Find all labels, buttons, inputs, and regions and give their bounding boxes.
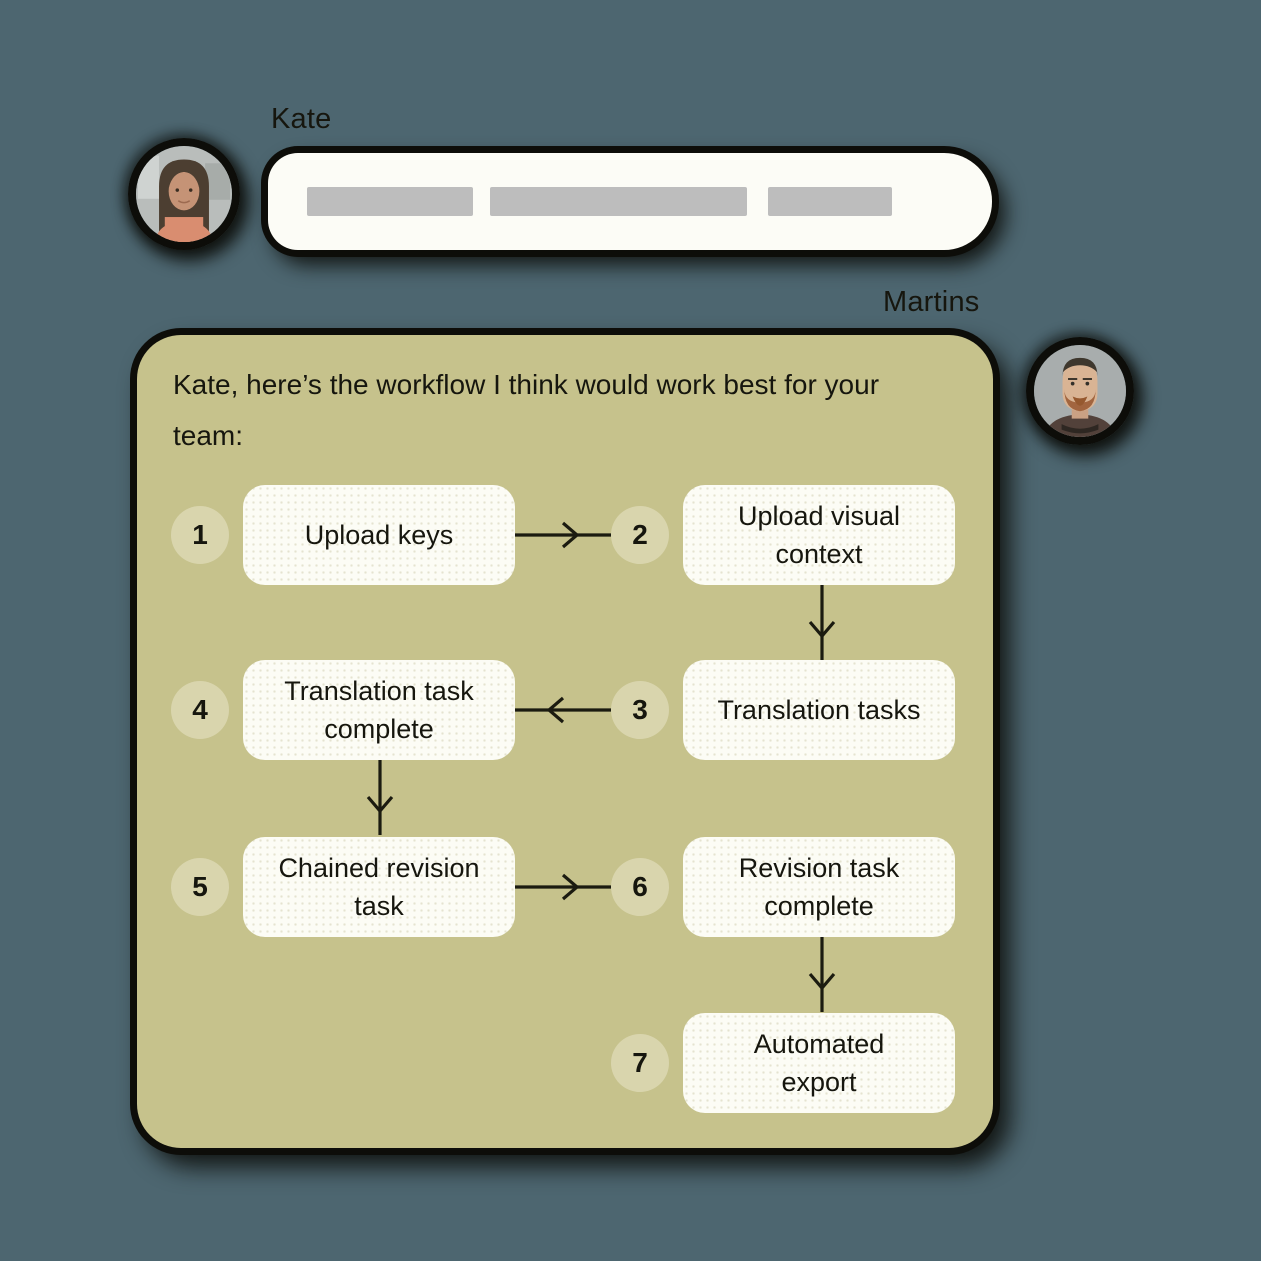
martins-message-bubble: Kate, here’s the workflow I think would … (137, 335, 993, 1148)
step-badge-4: 4 (171, 681, 229, 739)
arrow-step2-to-step3-down-icon (806, 585, 838, 660)
arrow-step5-to-step6-right-icon (515, 872, 611, 902)
step-box-label: context (775, 539, 863, 569)
step-box-revision-task-complete: Revision task complete (683, 837, 955, 937)
step-badge-7: 7 (611, 1034, 669, 1092)
step-badge-1: 1 (171, 506, 229, 564)
step-box-label: Translation tasks (717, 695, 921, 725)
skeleton-text-bar (490, 187, 747, 216)
step-box-upload-visual-context: Upload visual context (683, 485, 955, 585)
step-box-label: Upload keys (304, 520, 454, 550)
skeleton-text-bar (768, 187, 892, 216)
arrow-step3-to-step4-left-icon (515, 695, 611, 725)
step-box-label: Translation task (284, 676, 474, 706)
martins-name-label: Martins (883, 286, 980, 318)
martins-avatar (1026, 337, 1134, 445)
skeleton-text-bar (307, 187, 473, 216)
step-badge-2: 2 (611, 506, 669, 564)
step-box-label: export (781, 1067, 857, 1097)
step-box-label: Automated (753, 1029, 885, 1059)
step-box-upload-keys: Upload keys (243, 485, 515, 585)
step-badge-3: 3 (611, 681, 669, 739)
arrow-step1-to-step2-right-icon (515, 520, 611, 550)
step-box-label: Revision task (738, 853, 900, 883)
step-box-label: Upload visual (737, 501, 901, 531)
kate-avatar (128, 138, 240, 250)
step-box-label: complete (764, 891, 874, 921)
step-box-translation-tasks: Translation tasks (683, 660, 955, 760)
step-badge-6: 6 (611, 858, 669, 916)
step-box-label: complete (324, 714, 434, 744)
step-box-chained-revision-task: Chained revision task (243, 837, 515, 937)
step-badge-5: 5 (171, 858, 229, 916)
kate-name-label: Kate (271, 103, 332, 135)
step-box-label: task (354, 891, 404, 921)
arrow-step6-to-step7-down-icon (806, 937, 838, 1012)
step-box-automated-export: Automated export (683, 1013, 955, 1113)
step-box-translation-task-complete: Translation task complete (243, 660, 515, 760)
kate-message-bubble (268, 153, 992, 250)
martins-avatar-image (1034, 345, 1126, 437)
arrow-step4-to-step5-down-icon (364, 760, 396, 835)
kate-avatar-image (136, 146, 232, 242)
martins-message-text: Kate, here’s the workflow I think would … (173, 369, 880, 451)
step-box-label: Chained revision (278, 853, 480, 883)
